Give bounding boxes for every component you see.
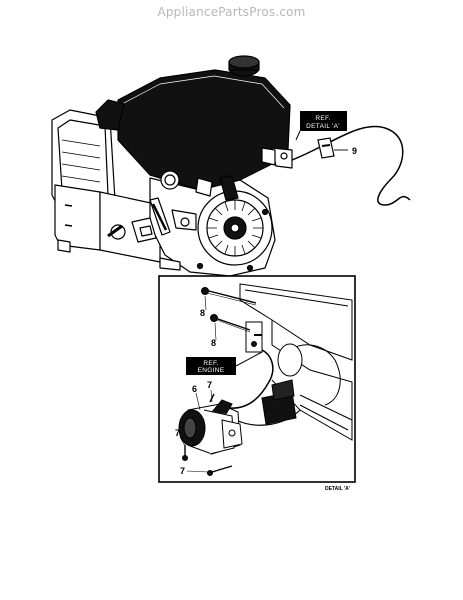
- detail-a-caption: DETAIL 'A': [325, 486, 350, 492]
- ref-engine-line1: REF.: [203, 360, 218, 367]
- ref-detail-tag: REF. DETAIL 'A': [295, 111, 347, 141]
- engine-assembly: [51, 55, 293, 277]
- detail-a-box: REF. ENGINE: [158, 275, 356, 483]
- starter-bolts: [182, 393, 233, 476]
- callout-8-upper: 8: [200, 308, 205, 318]
- mounting-bolts: [201, 287, 257, 333]
- callout-7-middle: 7: [175, 428, 180, 438]
- extension-cord: [291, 125, 411, 206]
- callout-7-upper: 7: [207, 380, 212, 390]
- ref-detail-line2: DETAIL 'A': [306, 123, 340, 130]
- starter-switch-box: [261, 379, 297, 425]
- callout-9: 9: [352, 146, 357, 156]
- callout-7-lower: 7: [180, 466, 185, 476]
- site-watermark: AppliancePartsPros.com: [157, 5, 306, 19]
- callout-8-lower: 8: [211, 338, 216, 348]
- ref-engine-tag: REF. ENGINE: [186, 351, 263, 375]
- plug-connector: [317, 137, 348, 159]
- ref-engine-line2: ENGINE: [198, 367, 225, 374]
- ref-detail-line1: REF.: [315, 115, 330, 122]
- callout-6: 6: [192, 384, 197, 394]
- electric-starter-motor: [178, 399, 243, 455]
